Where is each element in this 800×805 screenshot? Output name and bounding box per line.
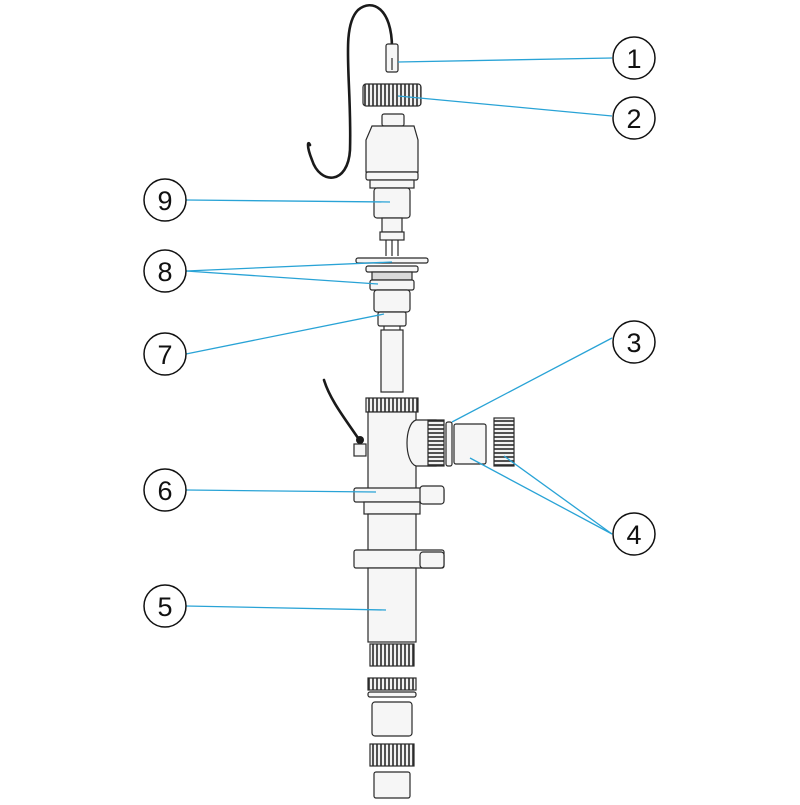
part-3-oring [445,421,453,467]
callout-6-label: 6 [157,476,172,506]
callout-8: 8 [143,249,187,293]
callout-1: 1 [612,36,656,80]
part-9-sensor-body [365,113,419,256]
callout-9-label: 9 [157,186,172,216]
part-1-connector [385,43,399,73]
callout-9: 9 [143,178,187,222]
leader-lines [185,57,613,611]
part-5-pipe [353,513,445,667]
callout-2-label: 2 [626,104,641,134]
part-7-probe [377,311,407,393]
callout-7: 7 [143,332,187,376]
part-6-clamp [353,485,445,515]
callout-3-label: 3 [626,328,641,358]
callout-4: 4 [612,512,656,556]
callout-3: 3 [612,320,656,364]
callout-6: 6 [143,468,187,512]
callout-8-label: 8 [157,257,172,287]
callout-5: 5 [143,584,187,628]
callout-4-label: 4 [626,520,641,550]
part-2-knurled-nut [362,83,422,107]
part-4-adapter [453,417,515,467]
power-cable [306,4,394,179]
bottom-fittings [367,677,417,799]
callout-5-label: 5 [157,592,172,622]
callout-1-label: 1 [626,44,641,74]
callout-7-label: 7 [157,340,172,370]
part-8-seals [355,257,429,313]
main-housing-tee [322,378,445,491]
callout-2: 2 [612,96,656,140]
